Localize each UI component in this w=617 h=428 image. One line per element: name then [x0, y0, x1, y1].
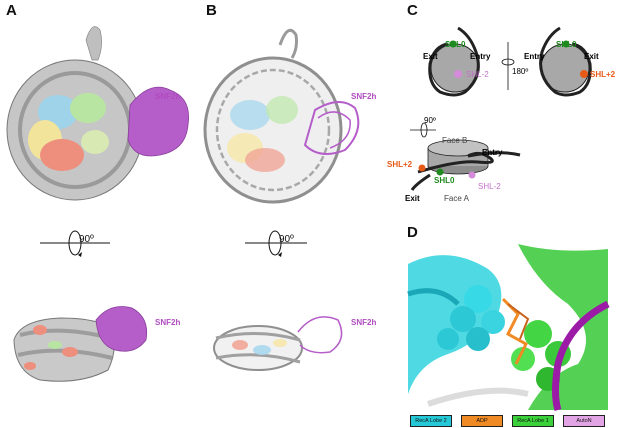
schematic-exit-bottom: Exit: [405, 194, 420, 203]
panel-b-ribbon-bottom: [213, 316, 343, 371]
snf2h-label-a-bottom: SNF2h: [155, 318, 181, 327]
schematic-face-a: Face A: [444, 194, 469, 203]
schematic-entry-bottom: Entry: [482, 148, 503, 157]
legend-item-reca-lobe-2: RecA Lobe 2: [410, 415, 452, 427]
schematic-shl-minus2-left: SHL-2: [466, 70, 489, 79]
rotation-label-a: 90º: [79, 234, 94, 245]
legend-item-auton: AutoN: [563, 415, 605, 427]
schematic-entry-right: Entry: [524, 52, 545, 61]
schematic-shl-plus2-bottom: SHL+2: [387, 160, 413, 169]
rotation-arrow-b-icon: [245, 230, 307, 257]
panel-letter-c: C: [407, 2, 418, 19]
rotation-label-b: 90º: [279, 234, 294, 245]
snf2h-label-a-top: SNF2h: [155, 92, 181, 101]
schematic-shl0-right: SHL0: [556, 40, 577, 49]
schematic-shl0-bottom: SHL0: [434, 176, 455, 185]
schematic-exit-left: Exit: [423, 52, 438, 61]
legend-item-reca-lobe-1: RecA Lobe 1: [512, 415, 554, 427]
snf2h-label-b-bottom: SNF2h: [351, 318, 377, 327]
panel-letter-b: B: [206, 2, 217, 19]
schematic-rot90-label: 90º: [424, 116, 436, 125]
panel-letter-d: D: [407, 224, 418, 241]
panel-letter-a: A: [6, 2, 17, 19]
schematic-rot180-label: 180º: [512, 67, 529, 76]
legend-item-adp: ADP: [461, 415, 503, 427]
schematic-entry-left: Entry: [470, 52, 491, 61]
rotation-arrow-a-icon: [40, 230, 110, 257]
schematic-shl0-left: SHL0: [445, 40, 466, 49]
schematic-shl-minus2-bottom: SHL-2: [478, 182, 501, 191]
schematic-shl-plus2-right: SHL+2: [590, 70, 616, 79]
schematic-exit-right: Exit: [584, 52, 599, 61]
panel-b-ribbon-top: [203, 28, 360, 204]
schematic-face-b: Face B: [442, 136, 468, 145]
panel-a-density-bottom: [13, 306, 148, 382]
panel-a-density-top: [6, 26, 189, 201]
panel-d-structure: [407, 244, 610, 412]
snf2h-label-b-top: SNF2h: [351, 92, 377, 101]
panel-c-schematic: [410, 26, 592, 191]
